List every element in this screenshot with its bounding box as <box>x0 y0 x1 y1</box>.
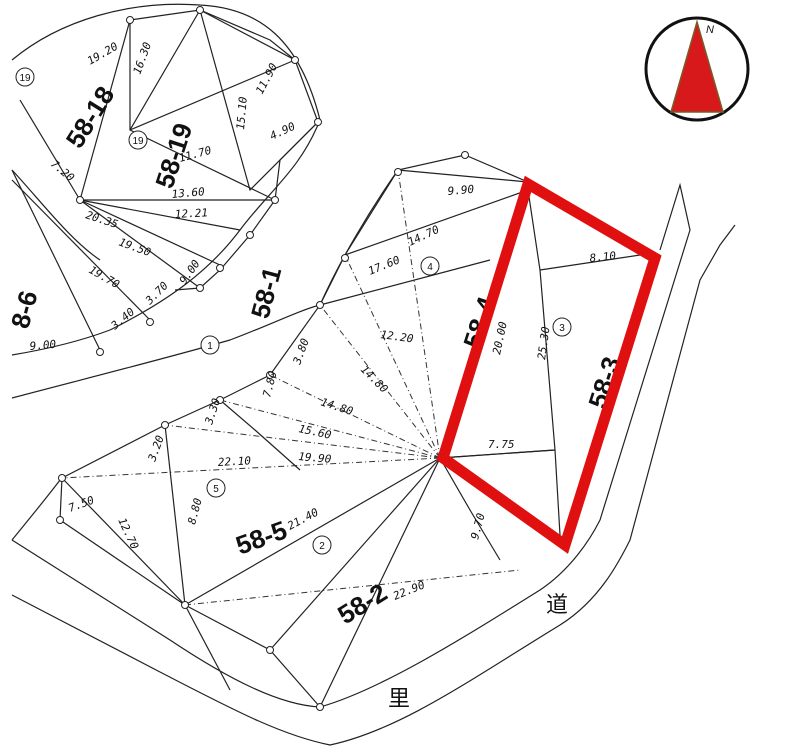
svg-text:5: 5 <box>213 484 219 495</box>
measurement: 7.20 <box>48 157 77 184</box>
circled-number-19a: 19 <box>15 67 35 87</box>
svg-text:19: 19 <box>19 73 31 84</box>
parcel-label-58-1: 58-1 <box>245 264 287 322</box>
measurement: 8.10 <box>589 249 617 265</box>
road-label-dou: 道 <box>546 593 568 618</box>
triangulation-58-3 <box>439 189 641 536</box>
triangulation-fan <box>59 169 556 708</box>
circled-number-1: 1 <box>200 335 220 355</box>
north-label: N <box>706 24 714 36</box>
parcel-label-58-6: 8-6 <box>5 287 44 331</box>
measurement: 15.60 <box>297 422 332 442</box>
measurement: 11.90 <box>253 61 280 97</box>
road-line-outer <box>11 224 736 746</box>
measurement: 12.70 <box>115 516 141 552</box>
circled-number-2: 2 <box>312 535 332 555</box>
measurement: 7.80 <box>260 369 280 398</box>
measurement: 9.00 <box>177 257 203 286</box>
north-arrow-icon <box>670 19 724 113</box>
svg-text:4: 4 <box>427 262 433 273</box>
measurement: 3.20 <box>145 433 167 464</box>
measurement: 12.21 <box>174 206 208 221</box>
measurement: 21.40 <box>285 505 321 532</box>
measurement: 3.80 <box>290 336 312 367</box>
measurement: 14.80 <box>358 363 391 396</box>
svg-text:2: 2 <box>319 541 325 552</box>
measurement: 19.50 <box>117 236 153 260</box>
measurement: 7.50 <box>67 493 97 514</box>
road-line-inner-2 <box>11 182 691 708</box>
survey-nodes <box>56 6 469 711</box>
circled-number-3: 3 <box>552 317 572 337</box>
measurement: 19.20 <box>85 40 121 68</box>
measurement: 14.80 <box>319 395 355 418</box>
svg-text:1: 1 <box>207 341 213 352</box>
svg-text:19: 19 <box>132 136 144 147</box>
measurement: 15.10 <box>234 96 250 130</box>
measurement: 13.60 <box>171 185 205 201</box>
measurement: 19.70 <box>87 263 123 291</box>
circled-number-5: 5 <box>206 478 226 498</box>
parcel-label-58-18: 58-18 <box>60 81 121 153</box>
measurement: 16.30 <box>131 40 155 76</box>
boundary-upper-arc <box>11 3 321 356</box>
measurement: 3.30 <box>202 396 223 427</box>
measurement: 8.80 <box>185 496 205 525</box>
road-line-inner <box>11 479 61 541</box>
measurement: 9.00 <box>29 338 57 353</box>
boundary-outer-left <box>11 169 101 261</box>
measurement: 4.90 <box>268 120 298 143</box>
measurement: 7.75 <box>488 438 515 451</box>
triangulation-upper <box>11 9 319 351</box>
parcel-label-58-5: 58-5 <box>232 515 291 561</box>
highlight-parcel-58-3 <box>436 175 662 554</box>
circled-number-4: 4 <box>420 256 440 276</box>
circled-number-19b: 19 <box>128 130 148 150</box>
measurement: 22.10 <box>217 454 251 469</box>
svg-text:3: 3 <box>559 323 565 334</box>
measurement: 20.35 <box>84 208 120 231</box>
parcel-label-58-2: 58-2 <box>332 577 392 630</box>
north-compass: N <box>644 16 750 122</box>
measurement: 17.60 <box>366 253 402 278</box>
measurement: 19.90 <box>298 450 332 466</box>
measurement: 9.90 <box>447 183 475 198</box>
measurement: 25.30 <box>535 325 553 360</box>
road-label-ri: 里 <box>388 687 410 712</box>
measurement: 9.70 <box>468 511 488 540</box>
measurement: 12.20 <box>380 328 415 346</box>
